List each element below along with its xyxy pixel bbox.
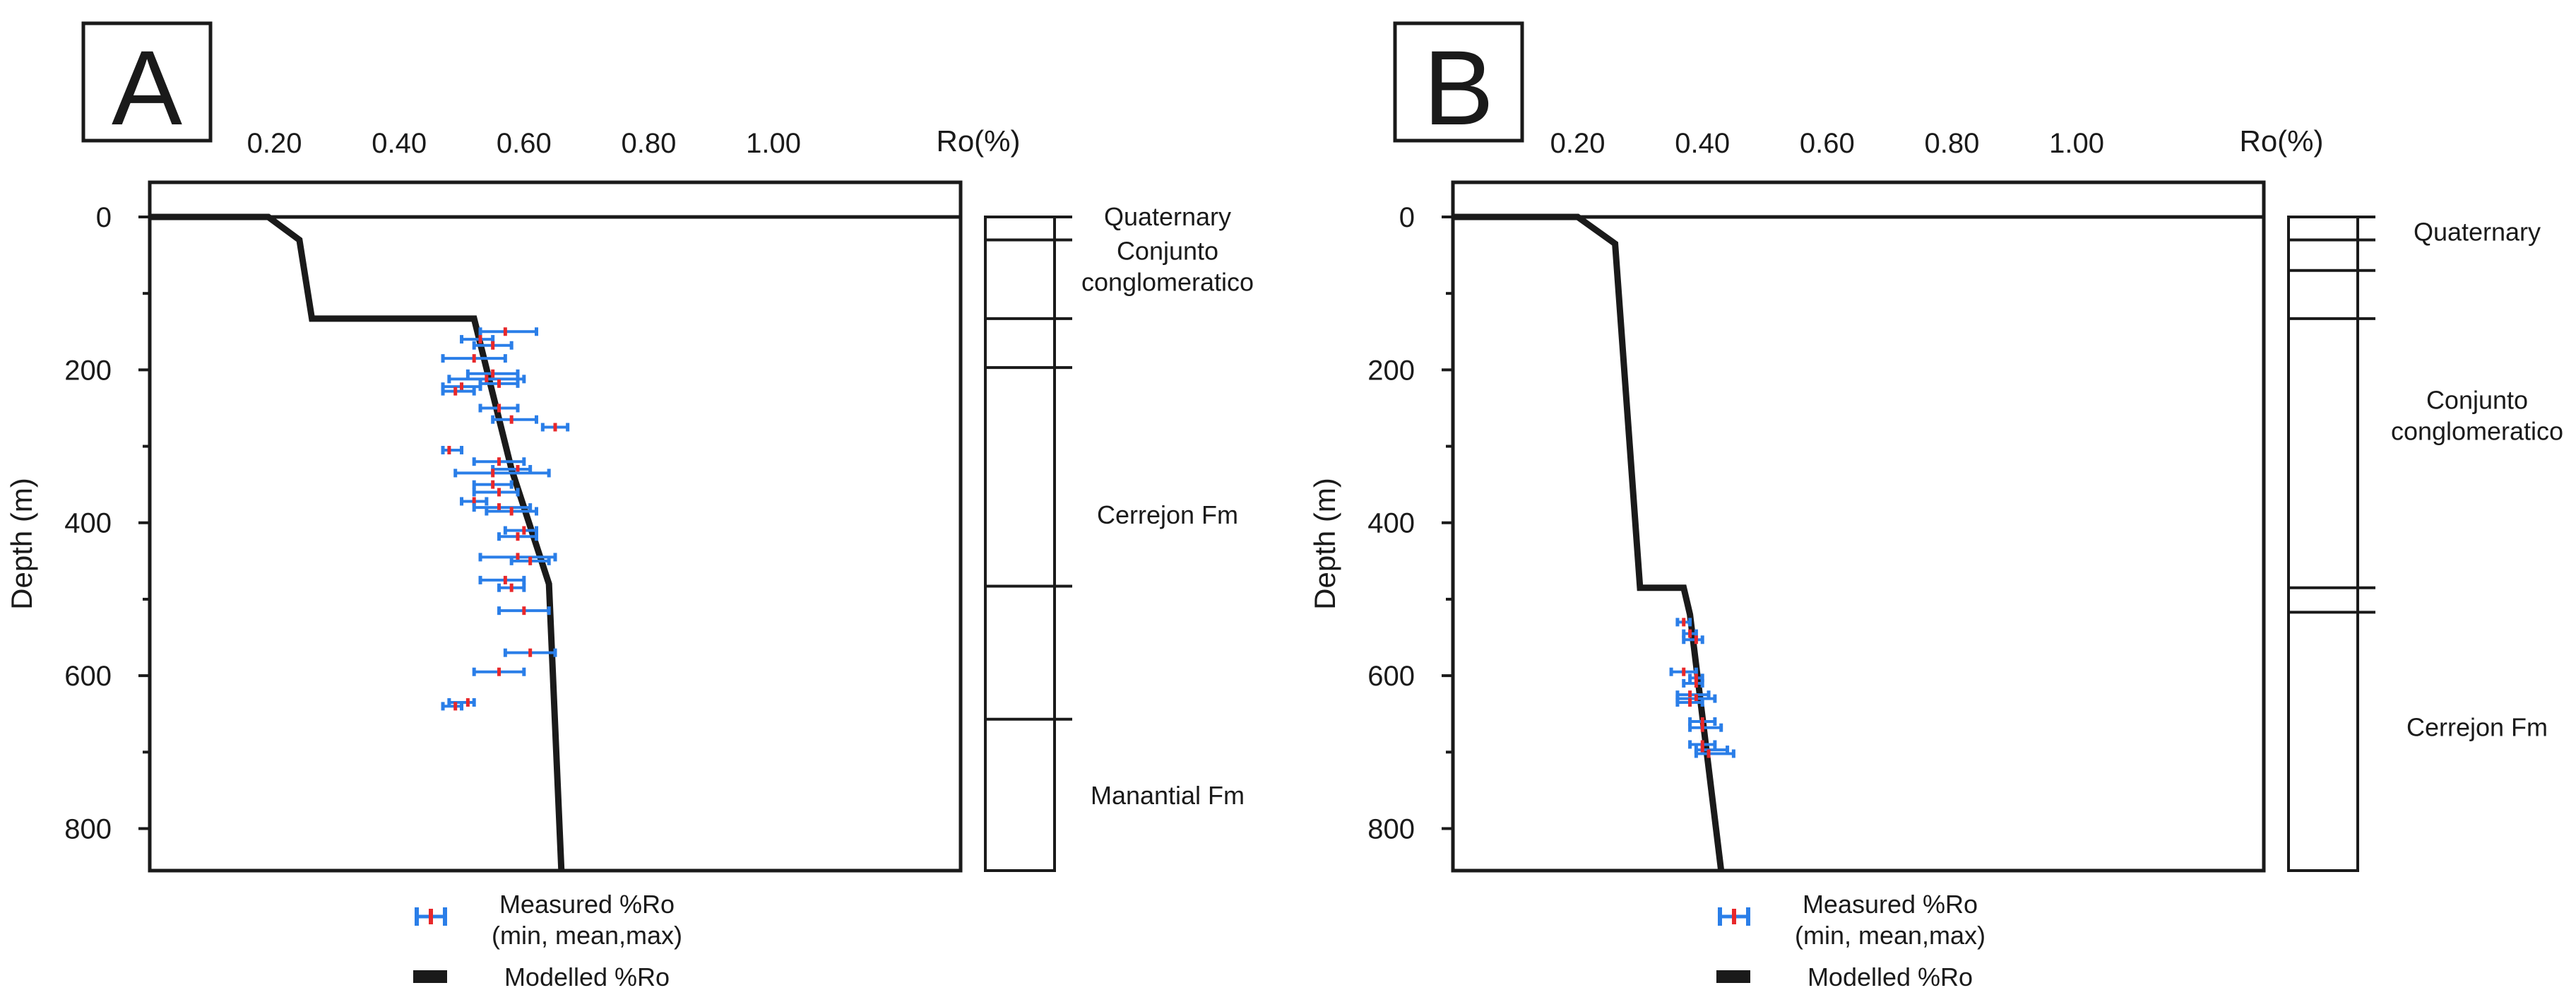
measured-ro-point [441, 445, 464, 454]
x-tick-label: 0.20 [1550, 128, 1605, 159]
measured-ro-point [1682, 635, 1704, 644]
y-tick-label: 600 [64, 661, 112, 692]
measured-ro-point [472, 457, 526, 466]
formation-label: Conjunto [1117, 236, 1218, 265]
y-tick-label: 600 [1367, 661, 1415, 692]
y-tick-label: 400 [1367, 508, 1415, 539]
measured-ro-point [509, 556, 551, 565]
legend-measured-sublabel: (min, mean,max) [1795, 921, 1986, 950]
panel-letter-box [81, 21, 213, 143]
measured-ro-point [447, 375, 526, 384]
measured-ro-point [497, 532, 539, 541]
measured-ro-point [453, 469, 551, 478]
formation-label: Conjunto [2426, 385, 2528, 414]
measured-ro-point [478, 404, 520, 413]
y-axis-title: Depth (m) [5, 478, 38, 610]
measured-ro-point [540, 423, 570, 432]
measured-ro-point [472, 488, 520, 497]
measured-ro-point [1688, 740, 1717, 749]
measured-ro-point [1675, 618, 1692, 627]
modelled-ro-line [1453, 213, 1725, 871]
formation-label: conglomeratico [2391, 416, 2563, 445]
x-tick-label: 0.20 [247, 128, 302, 159]
legend-measured-label: Measured %Ro [1803, 890, 1978, 919]
measured-ro-point [1688, 723, 1723, 732]
legend-a: Measured %Ro (min, mean,max) Modelled %R… [413, 890, 682, 991]
y-tick-label: 200 [64, 355, 112, 386]
formation-label: conglomeratico [1081, 267, 1254, 296]
panel-letter: B [1423, 28, 1494, 147]
measured-ro-point [472, 667, 526, 676]
x-tick-label: 0.80 [622, 128, 677, 159]
legend-modelled-swatch [413, 970, 447, 983]
x-tick-label: 1.00 [2049, 128, 2104, 159]
measured-ro-point [465, 369, 520, 378]
x-tick-label: 0.60 [497, 128, 552, 159]
formation-label: Quaternary [2414, 218, 2541, 247]
y-tick-label: 200 [1367, 355, 1415, 386]
measured-ro-point [472, 480, 514, 489]
measured-ro-point [491, 415, 539, 424]
y-tick-label: 800 [64, 813, 112, 844]
measured-ro-point [1682, 678, 1704, 688]
y-axis-title: Depth (m) [1308, 478, 1341, 610]
panel-letter-box [1393, 21, 1524, 143]
measured-ro-point [497, 606, 551, 616]
panel-b: B 0.20 0.40 0.60 0.80 1.00 Ro(%) 0 200 400 600 800… [1308, 21, 2563, 873]
y-tick-label: 0 [96, 202, 112, 233]
measured-ro-point [1669, 667, 1698, 676]
measured-ro-point [485, 507, 539, 516]
measured-ro-point [497, 583, 526, 592]
x-axis-title: Ro(%) [936, 124, 1020, 158]
measured-ro-point [478, 327, 539, 336]
y-tick-label: 0 [1399, 202, 1415, 233]
x-axis-title: Ro(%) [2239, 124, 2323, 158]
measured-ro-point [503, 648, 557, 657]
measured-ro-point [478, 553, 557, 562]
panel-letter: A [112, 28, 182, 147]
legend-measured-swatch [1718, 907, 1750, 926]
x-tick-label: 0.40 [372, 128, 427, 159]
formation-label: Quaternary [1104, 202, 1231, 231]
y-tick-label: 400 [64, 508, 112, 539]
legend-measured-swatch [415, 907, 447, 926]
modelled-ro-line [150, 213, 565, 871]
plot-frame [1451, 180, 2266, 873]
formation-label: Cerrejon Fm [1097, 500, 1238, 529]
panel-a: A 0.20 0.40 0.60 0.80 1.00 Ro(%) 0 200 400 600 800… [5, 21, 1254, 873]
legend-measured-sublabel: (min, mean,max) [492, 921, 682, 950]
x-tick-label: 0.60 [1800, 128, 1855, 159]
measured-ro-point [472, 341, 514, 350]
legend-measured-label: Measured %Ro [499, 890, 675, 919]
strat-column [2287, 216, 2359, 872]
measured-ro-point [460, 335, 495, 344]
measured-ro-point [441, 387, 476, 396]
measured-ro-point [441, 354, 507, 363]
x-tick-label: 0.80 [1925, 128, 1980, 159]
legend-b: Measured %Ro (min, mean,max) Modelled %R… [1716, 890, 1986, 991]
x-tick-label: 1.00 [746, 128, 801, 159]
legend-modelled-label: Modelled %Ro [504, 962, 670, 991]
y-tick-label: 800 [1367, 813, 1415, 844]
measured-ro-point [441, 702, 464, 711]
legend-modelled-swatch [1716, 970, 1750, 983]
formation-label: Manantial Fm [1091, 781, 1245, 810]
plot-frame [148, 180, 963, 873]
measured-ro-point [478, 575, 526, 584]
x-tick-label: 0.40 [1675, 128, 1730, 159]
measured-ro-point [1675, 697, 1704, 707]
measured-ro-point [1694, 749, 1735, 758]
formation-label: Cerrejon Fm [2406, 713, 2548, 742]
strat-column [984, 216, 1056, 872]
legend-modelled-label: Modelled %Ro [1808, 962, 1973, 991]
